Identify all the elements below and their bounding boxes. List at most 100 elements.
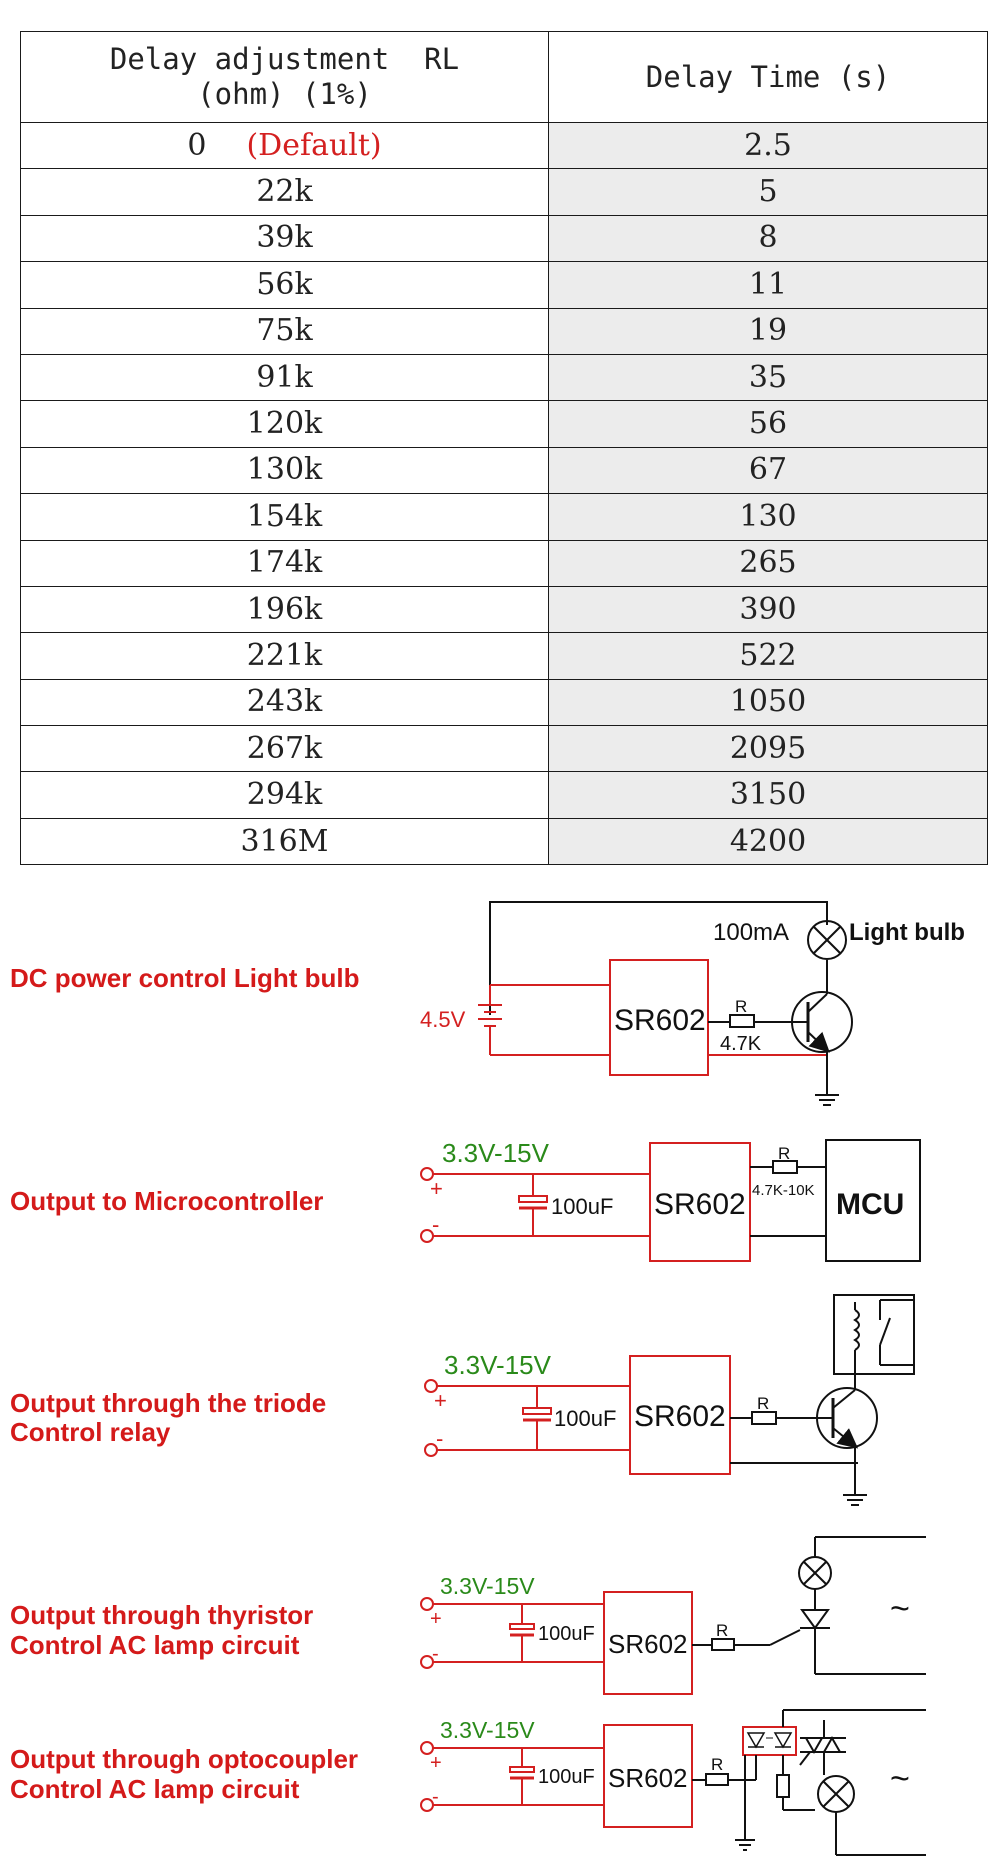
capacitor-icon [509, 1748, 535, 1805]
module-label: SR602 [608, 1629, 688, 1659]
resistor-icon [729, 1014, 755, 1028]
lamp-icon [798, 1556, 832, 1590]
capacitor-label: 100uF [538, 1766, 595, 1788]
supply-voltage: 3.3V-15V [440, 1717, 535, 1743]
table-header-row: Delay adjustment RL (ohm) (1%) Delay Tim… [20, 31, 988, 123]
rl-value: 174k [246, 545, 323, 581]
circuit-thyristor-ac: Output through thyristor Control AC lamp… [10, 1536, 926, 1695]
relay-icon [833, 1294, 915, 1375]
cell-rl: 316M [20, 817, 549, 866]
table-body: Delay adjustment RL (ohm) (1%) Delay Tim… [20, 31, 988, 866]
capacitor-label: 100uF [554, 1406, 616, 1431]
cell-delay-time: 8 [548, 214, 988, 263]
header-rl-line2: (ohm) (1%) [197, 77, 372, 111]
optocoupler-icon [742, 1726, 797, 1756]
table-row: 316M 4200 [20, 817, 988, 866]
resistor-label: R [778, 1144, 790, 1163]
rl-value: 0 [187, 127, 207, 163]
resistor-label: R [757, 1394, 769, 1413]
rl-value: 130k [246, 452, 323, 488]
resistor-icon [751, 1411, 777, 1425]
circuit-3-label-line2: Control relay [10, 1417, 171, 1447]
cell-rl: 130k [20, 446, 549, 495]
cell-rl: 120k [20, 400, 549, 448]
cell-rl: 267k [20, 725, 549, 773]
table-row: 243k 1050 [20, 678, 988, 727]
rl-value: 221k [246, 637, 323, 673]
transistor-icon [791, 991, 853, 1053]
cell-rl: 39k [20, 214, 549, 263]
cell-delay-time: 5 [548, 168, 988, 216]
ground-icon [815, 1094, 839, 1106]
circuit-2-label: Output to Microcontroller [10, 1186, 323, 1216]
sr602-module [629, 1355, 731, 1475]
minus-sign: - [432, 1643, 439, 1665]
cell-rl: 174k [20, 539, 549, 587]
transistor-icon [816, 1387, 878, 1449]
cell-rl: 56k [20, 261, 549, 309]
module-label: SR602 [614, 1004, 706, 1037]
capacitor-label: 100uF [538, 1623, 595, 1645]
cell-delay-time: 2.5 [548, 121, 988, 170]
rl-value: 120k [246, 406, 323, 442]
resistor-label: R [711, 1755, 723, 1774]
resistor-icon [705, 1773, 729, 1786]
delay-table: Delay adjustment RL (ohm) (1%) Delay Tim… [20, 31, 988, 866]
mcu-box [825, 1139, 921, 1262]
resistor-icon [711, 1638, 735, 1651]
rl-value: 22k [256, 174, 313, 210]
cell-rl: 294k [20, 771, 549, 819]
sr602-module [603, 1591, 693, 1695]
module-label: SR602 [634, 1400, 726, 1433]
default-note: (Default) [246, 127, 382, 163]
cell-delay-time: 1050 [548, 678, 988, 727]
cell-rl: 0 (Default) [20, 121, 549, 170]
rl-value: 56k [256, 266, 313, 302]
minus-sign: - [436, 1426, 443, 1451]
circuit-dc-light-bulb: DC power control Light bulb 4.5V SR602 R… [10, 901, 965, 1106]
sr602-module [609, 959, 709, 1076]
thyristor-icon [800, 1609, 830, 1630]
rl-value: 91k [256, 359, 313, 395]
resistor-label: R [716, 1621, 728, 1640]
minus-sign: - [432, 1786, 439, 1808]
plus-sign: + [434, 1388, 447, 1413]
plus-sign: + [430, 1752, 442, 1774]
cell-rl: 243k [20, 678, 549, 727]
mcu-label: MCU [836, 1188, 904, 1221]
resistor-label: R [735, 997, 747, 1016]
cell-delay-time: 19 [548, 307, 988, 355]
header-rl-line1: Delay adjustment RL [109, 42, 460, 77]
cell-rl: 91k [20, 353, 549, 402]
circuit-triode-relay: Output through the triode Control relay … [10, 1294, 915, 1506]
lamp-icon [817, 1775, 855, 1813]
rl-value: 243k [246, 684, 323, 720]
rl-value: 267k [246, 730, 323, 766]
module-label: SR602 [654, 1188, 746, 1221]
cell-delay-time: 3150 [548, 771, 988, 819]
rl-value: 316M [240, 823, 329, 859]
rl-value: 39k [256, 220, 313, 256]
load-label: Light bulb [849, 919, 965, 946]
header-rl: Delay adjustment RL (ohm) (1%) [20, 31, 549, 123]
circuit-5-label-line1: Output through optocoupler [10, 1744, 358, 1774]
ground-icon [843, 1494, 867, 1506]
rl-value: 154k [246, 498, 323, 534]
cell-delay-time: 4200 [548, 817, 988, 866]
cell-delay-time: 522 [548, 632, 988, 680]
cell-rl: 22k [20, 168, 549, 216]
ac-source-symbol: ~ [890, 1760, 910, 1798]
ground-icon [735, 1839, 755, 1851]
circuit-4-label-line2: Control AC lamp circuit [10, 1630, 300, 1660]
table-row: 221k 522 [20, 632, 988, 680]
